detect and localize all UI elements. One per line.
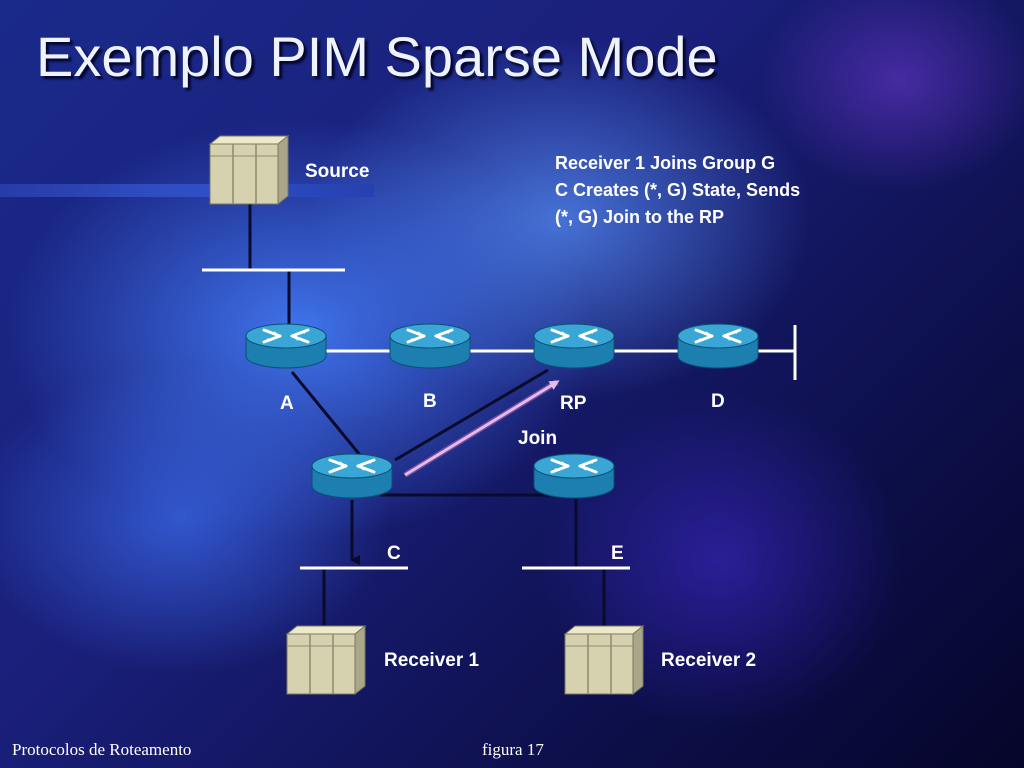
link-c-rp bbox=[394, 368, 549, 462]
router-d-label: D bbox=[711, 391, 725, 412]
step-note: Receiver 1 Joins Group G C Creates (*, G… bbox=[555, 150, 800, 231]
source-network-band bbox=[0, 184, 374, 197]
join-arrow bbox=[404, 380, 560, 477]
note-line-1: Receiver 1 Joins Group G bbox=[555, 153, 776, 173]
router-b[interactable] bbox=[388, 322, 472, 370]
footer-left: Protocolos de Roteamento bbox=[12, 740, 192, 759]
router-d[interactable] bbox=[676, 322, 760, 370]
join-label: Join bbox=[518, 428, 558, 449]
router-c[interactable] bbox=[310, 452, 394, 500]
slide-title: Exemplo PIM Sparse Mode bbox=[36, 25, 718, 88]
receiver1-label: Receiver 1 bbox=[384, 650, 480, 671]
note-line-3: (*, G) Join to the RP bbox=[555, 207, 724, 227]
router-e[interactable] bbox=[532, 452, 616, 500]
source-label: Source bbox=[305, 161, 370, 182]
router-rp-label: RP bbox=[560, 393, 587, 414]
receiver2-host[interactable] bbox=[564, 625, 644, 695]
link-a-c bbox=[290, 371, 362, 456]
router-a[interactable] bbox=[244, 322, 328, 370]
source-host[interactable] bbox=[209, 135, 289, 205]
receiver2-label: Receiver 2 bbox=[661, 650, 757, 671]
receiver1-host[interactable] bbox=[286, 625, 366, 695]
router-b-label: B bbox=[423, 391, 437, 412]
router-a-label: A bbox=[280, 393, 294, 414]
router-e-label: E bbox=[611, 543, 624, 564]
router-rp[interactable] bbox=[532, 322, 616, 370]
footer-center: figura 17 bbox=[482, 740, 544, 759]
note-line-2: C Creates (*, G) State, Sends bbox=[555, 180, 801, 200]
router-c-label: C bbox=[387, 543, 401, 564]
